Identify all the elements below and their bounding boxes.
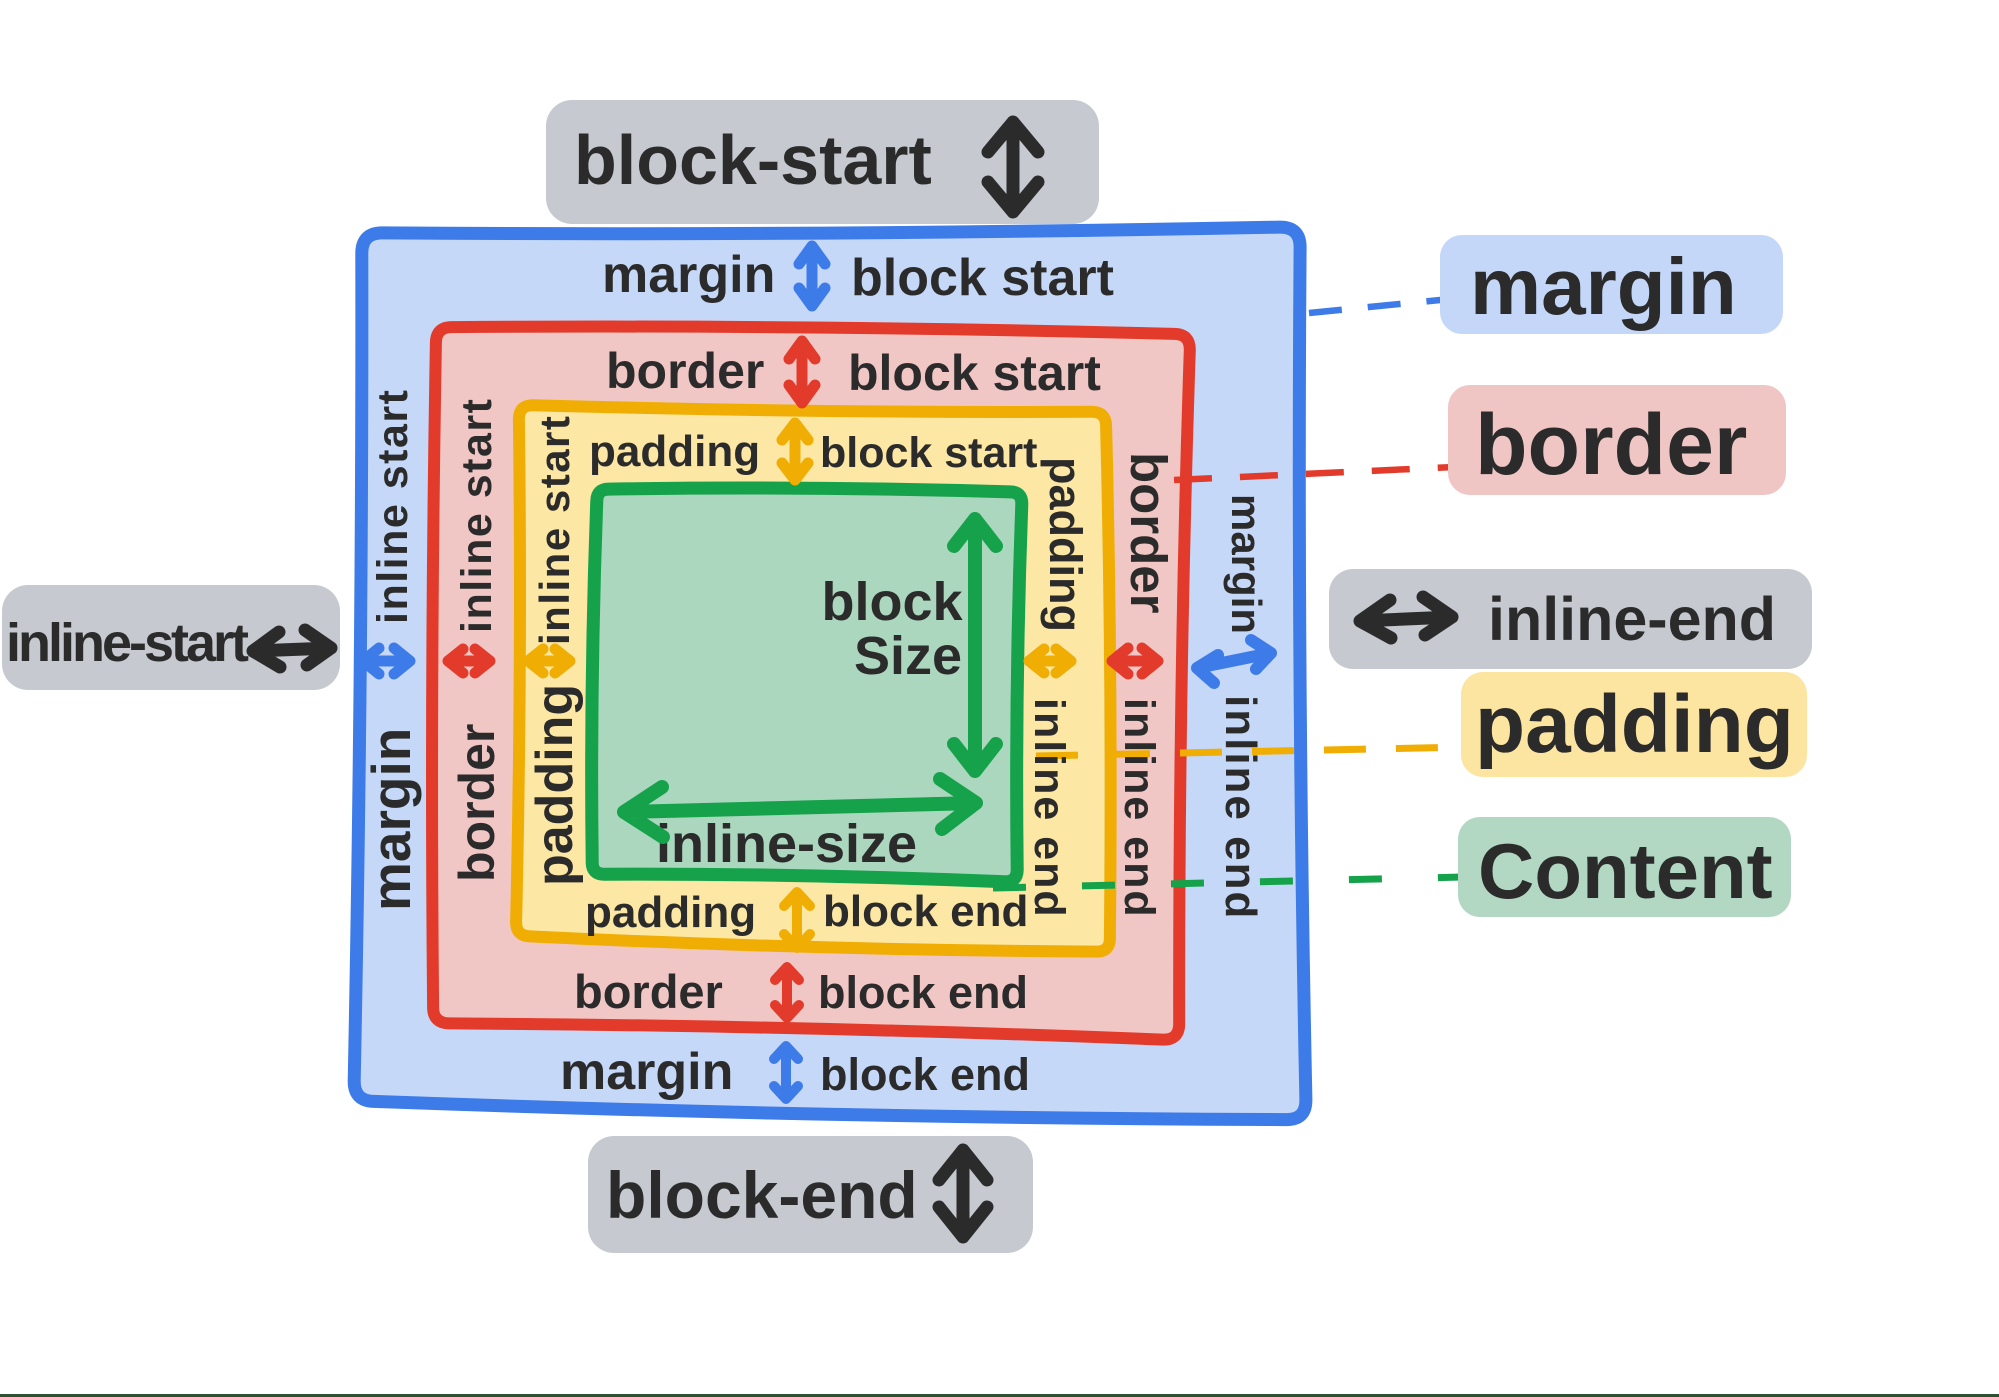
svg-text:padding: padding (585, 888, 756, 937)
svg-text:margin: margin (560, 1043, 733, 1101)
svg-text:inline start: inline start (531, 415, 578, 645)
svg-text:padding: padding (526, 684, 584, 886)
svg-text:border: border (449, 724, 505, 882)
svg-text:block end: block end (823, 887, 1028, 936)
svg-text:border: border (1120, 452, 1177, 614)
svg-text:block: block (821, 572, 963, 632)
svg-text:block start: block start (820, 429, 1037, 477)
svg-text:margin: margin (1223, 494, 1270, 634)
svg-text:block end: block end (820, 1049, 1030, 1100)
svg-text:inline-end: inline-end (1488, 585, 1776, 653)
svg-text:Content: Content (1478, 827, 1773, 915)
svg-text:padding: padding (589, 427, 760, 476)
svg-text:margin: margin (602, 246, 775, 304)
svg-text:inline start: inline start (453, 398, 501, 633)
svg-text:block-start: block-start (574, 121, 932, 199)
svg-text:padding: padding (1040, 457, 1091, 632)
svg-text:Size: Size (854, 626, 962, 686)
svg-text:block-end: block-end (606, 1158, 918, 1232)
svg-text:block start: block start (848, 345, 1101, 401)
svg-text:inline end: inline end (1216, 695, 1265, 920)
svg-text:inline end: inline end (1115, 698, 1163, 919)
svg-text:border: border (1475, 397, 1747, 493)
svg-text:inline-size: inline-size (656, 814, 917, 874)
svg-text:margin: margin (1470, 242, 1737, 331)
svg-text:inline end: inline end (1025, 698, 1073, 919)
svg-text:border: border (606, 343, 764, 399)
svg-text:block start: block start (851, 249, 1114, 307)
svg-text:inline-start: inline-start (6, 613, 249, 673)
svg-text:inline start: inline start (369, 389, 417, 624)
svg-text:margin: margin (360, 728, 422, 911)
svg-text:block end: block end (818, 967, 1028, 1018)
svg-text:border: border (574, 965, 723, 1018)
svg-text:padding: padding (1475, 679, 1794, 770)
